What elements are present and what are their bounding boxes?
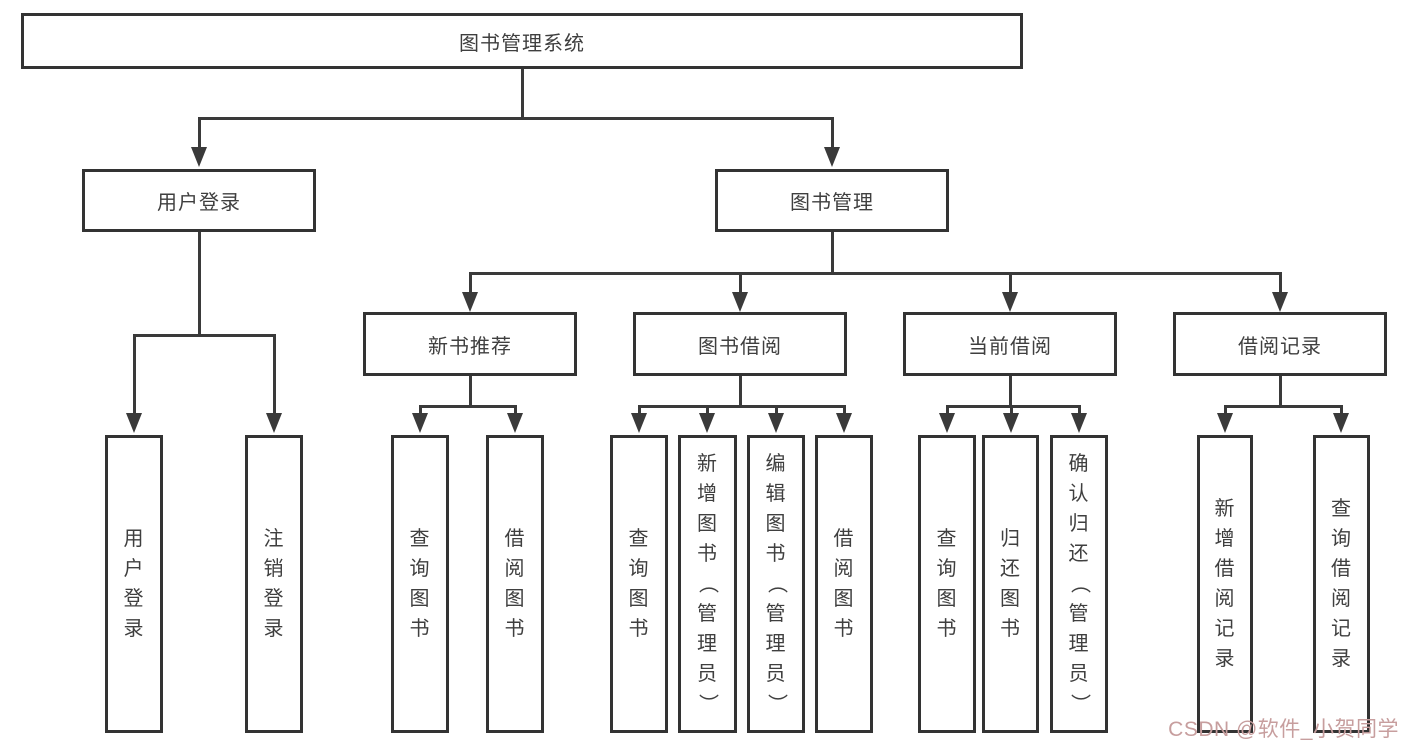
- connector-line: [946, 405, 949, 415]
- arrow-down-icon: [1217, 413, 1233, 433]
- node-label: 新增借阅记录: [1214, 498, 1236, 670]
- arrow-down-icon: [939, 413, 955, 433]
- node-label: 新书推荐: [428, 335, 512, 358]
- node-book-management: 图书管理: [715, 169, 949, 232]
- connector-line: [419, 405, 517, 408]
- node-label: 确认归还（管理员）: [1068, 453, 1090, 715]
- connector-line: [831, 117, 834, 149]
- node-library-system: 图书管理系统: [21, 13, 1023, 69]
- leaf-edit-books-admin: 编辑图书（管理员）: [747, 435, 805, 733]
- connector-line: [831, 232, 834, 274]
- connector-line: [1279, 272, 1282, 294]
- node-label: 编辑图书（管理员）: [765, 453, 787, 715]
- node-new-book-recommend: 新书推荐: [363, 312, 577, 376]
- connector-line: [521, 69, 524, 118]
- connector-line: [775, 405, 778, 415]
- arrow-down-icon: [412, 413, 428, 433]
- node-label: 查询借阅记录: [1331, 498, 1352, 670]
- node-label: 查询图书: [936, 528, 958, 640]
- connector-line: [1279, 376, 1282, 407]
- node-user-login-group: 用户登录: [82, 169, 316, 232]
- connector-line: [1224, 405, 1343, 408]
- connector-line: [198, 117, 201, 149]
- node-label: 注销登录: [263, 528, 285, 640]
- node-label: 图书借阅: [698, 335, 782, 358]
- arrow-down-icon: [1333, 413, 1349, 433]
- connector-line: [469, 272, 1282, 275]
- arrow-down-icon: [768, 413, 784, 433]
- connector-line: [198, 232, 201, 336]
- arrow-down-icon: [732, 292, 748, 312]
- arrow-down-icon: [824, 147, 840, 167]
- arrow-down-icon: [126, 413, 142, 433]
- connector-line: [514, 405, 517, 415]
- node-label: 查询图书: [628, 528, 650, 640]
- connector-line: [1010, 405, 1013, 415]
- connector-line: [198, 117, 834, 120]
- connector-line: [1340, 405, 1343, 415]
- arrow-down-icon: [191, 147, 207, 167]
- connector-line: [273, 334, 276, 415]
- node-current-borrow: 当前借阅: [903, 312, 1117, 376]
- leaf-borrow-books: 借阅图书: [815, 435, 873, 733]
- leaf-return-books: 归还图书: [982, 435, 1039, 733]
- node-book-borrow: 图书借阅: [633, 312, 847, 376]
- node-label: 新增图书（管理员）: [696, 453, 719, 715]
- leaf-query-books-borrow: 查询图书: [610, 435, 668, 733]
- connector-line: [419, 405, 422, 415]
- connector-line: [946, 405, 1081, 408]
- connector-line: [469, 272, 472, 294]
- arrow-down-icon: [1003, 413, 1019, 433]
- node-label: 图书管理: [790, 192, 874, 214]
- leaf-add-borrow-record: 新增借阅记录: [1197, 435, 1253, 733]
- leaf-confirm-return-admin: 确认归还（管理员）: [1050, 435, 1108, 733]
- connector-line: [638, 405, 846, 408]
- arrow-down-icon: [462, 292, 478, 312]
- connector-line: [133, 334, 136, 415]
- leaf-user-login: 用户登录: [105, 435, 163, 733]
- node-label: 借阅记录: [1238, 335, 1322, 358]
- node-label: 用户登录: [157, 192, 241, 214]
- node-label: 查询图书: [409, 528, 431, 640]
- node-label: 归还图书: [1000, 528, 1021, 640]
- csdn-watermark: CSDN @软件_小贺同学: [1168, 718, 1399, 741]
- arrow-down-icon: [266, 413, 282, 433]
- leaf-add-books-admin: 新增图书（管理员）: [678, 435, 737, 733]
- arrow-down-icon: [507, 413, 523, 433]
- connector-line: [1009, 272, 1012, 294]
- arrow-down-icon: [699, 413, 715, 433]
- connector-line: [469, 376, 472, 407]
- leaf-logout: 注销登录: [245, 435, 303, 733]
- arrow-down-icon: [1272, 292, 1288, 312]
- connector-line: [739, 376, 742, 407]
- connector-line: [1078, 405, 1081, 415]
- leaf-query-borrow-record: 查询借阅记录: [1313, 435, 1370, 733]
- connector-line: [843, 405, 846, 415]
- connector-line: [133, 334, 276, 337]
- arrow-down-icon: [631, 413, 647, 433]
- node-label: 借阅图书: [833, 528, 855, 640]
- leaf-borrow-books-recommend: 借阅图书: [486, 435, 544, 733]
- leaf-query-books-current: 查询图书: [918, 435, 976, 733]
- connector-line: [706, 405, 709, 415]
- node-label: 借阅图书: [504, 528, 526, 640]
- node-label: 当前借阅: [968, 335, 1052, 358]
- node-borrow-records: 借阅记录: [1173, 312, 1387, 376]
- connector-line: [1224, 405, 1227, 415]
- connector-line: [638, 405, 641, 415]
- arrow-down-icon: [1071, 413, 1087, 433]
- leaf-query-books-recommend: 查询图书: [391, 435, 449, 733]
- connector-line: [739, 272, 742, 294]
- node-label: 用户登录: [123, 528, 145, 640]
- node-label: 图书管理系统: [459, 32, 585, 55]
- arrow-down-icon: [836, 413, 852, 433]
- connector-line: [1009, 376, 1012, 407]
- arrow-down-icon: [1002, 292, 1018, 312]
